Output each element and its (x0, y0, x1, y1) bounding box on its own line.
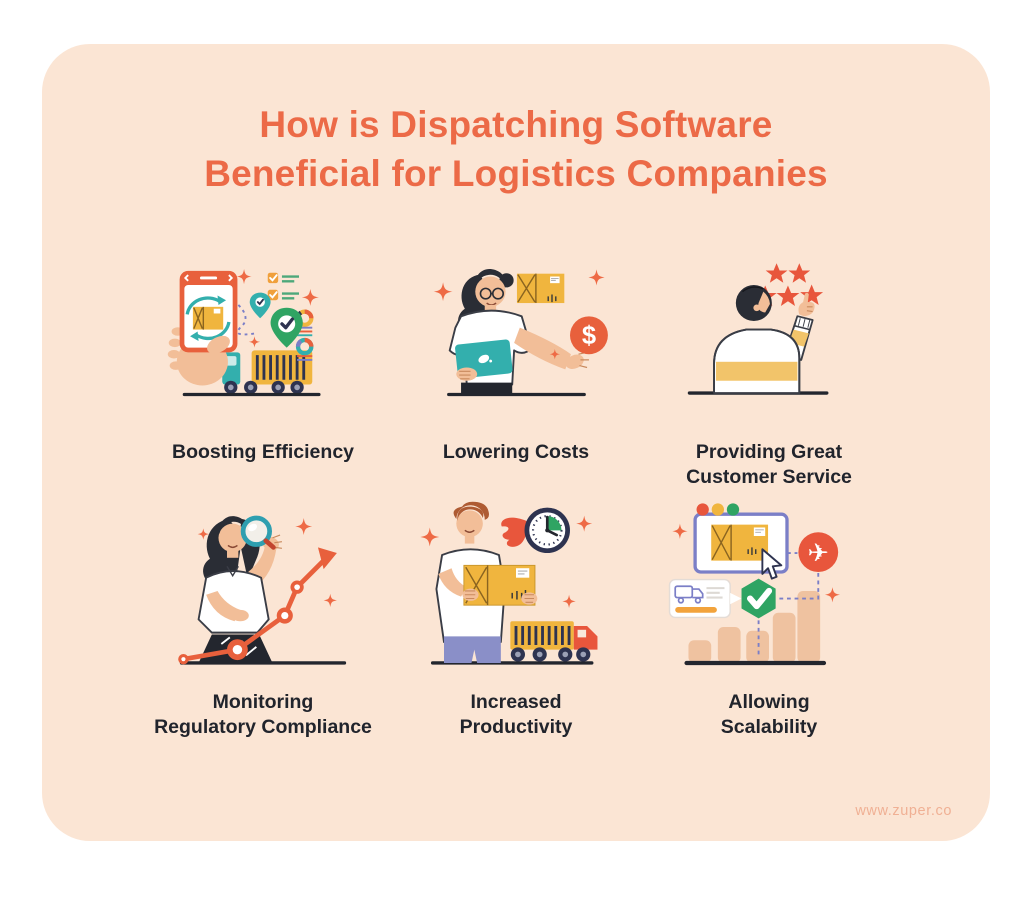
benefit-label: Lowering Costs (442, 441, 590, 463)
benefit-customer-service: Providing Great Customer Service (643, 250, 896, 500)
benefit-boosting-efficiency: Boosting Efficiency (137, 250, 390, 500)
flame-icon (501, 517, 527, 547)
benefit-label: Boosting Efficiency (171, 441, 355, 463)
sparkle-icon (588, 269, 605, 286)
benefit-allowing-scalability: ✈ (643, 500, 896, 750)
sparkle-icon (576, 515, 593, 532)
title-line-2: Beneficial for Logistics Companies (204, 153, 828, 194)
sparkle-icon (197, 528, 209, 540)
browser-dot-yellow (711, 503, 724, 516)
sparkle-icon (248, 336, 261, 348)
growth-line-chart-icon (178, 547, 337, 665)
benefit-increased-productivity: Increased Productivity (390, 500, 643, 750)
man-giving-rating-icon (713, 285, 815, 395)
benefit-regulatory-compliance: Monitoring Regulatory Compliance (137, 500, 390, 750)
hand-phone-icon (167, 270, 238, 386)
lowering-costs-illustration: $ (433, 268, 608, 397)
sparkle-icon (295, 518, 313, 536)
plane-badge-icon: ✈ (798, 532, 839, 572)
sparkle-icon (433, 282, 453, 302)
package-box-icon (463, 564, 536, 606)
cursor-icon (761, 548, 783, 580)
checklist-icon (267, 272, 299, 301)
dollar-coin-icon: $ (570, 316, 608, 355)
sparkle-icon (420, 527, 440, 547)
title-line-1: How is Dispatching Software (259, 104, 773, 145)
hexagon-check-icon (741, 578, 776, 619)
benefit-label: Increased Productivity (459, 691, 573, 738)
svg-text:✈: ✈ (808, 539, 829, 569)
website-url: www.zuper.co (855, 803, 952, 819)
benefit-label: Monitoring Regulatory Compliance (154, 691, 372, 738)
increased-productivity-illustration (420, 501, 598, 665)
stopwatch-icon (524, 507, 570, 554)
package-icon (516, 273, 565, 304)
browser-dot-red (696, 503, 709, 516)
benefit-label: Allowing Scalability (720, 691, 818, 738)
sparkle-icon (236, 268, 252, 285)
browser-dot-green (726, 503, 740, 516)
allowing-scalability-illustration: ✈ (668, 503, 841, 666)
man-carrying-box-icon (435, 501, 538, 663)
location-pin-check-icon (249, 292, 303, 348)
infographic-card: How is Dispatching Software Beneficial f… (42, 44, 990, 841)
woman-with-laptop-icon (448, 268, 589, 394)
connector-dashed-line (757, 552, 820, 658)
package-sync-icon (185, 295, 231, 341)
truck-note-bubble-icon (668, 578, 742, 619)
route-dashed-line (236, 304, 256, 336)
delivery-truck-icon (510, 621, 598, 662)
svg-text:$: $ (582, 322, 596, 350)
customer-service-illustration (687, 263, 829, 395)
sparkle-icon (824, 587, 841, 603)
sparkle-icon (301, 288, 319, 306)
sparkle-icon (562, 594, 576, 608)
magnifier-icon (240, 515, 276, 550)
benefit-label: Providing Great Customer Service (686, 441, 852, 488)
sparkle-icon (672, 523, 688, 539)
benefits-grid: Boosting Efficiency (42, 250, 990, 750)
regulatory-compliance-illustration (178, 515, 347, 665)
benefit-lowering-costs: $ Lowering Costs (390, 250, 643, 500)
page-title: How is Dispatching Software Beneficial f… (42, 100, 990, 198)
boosting-efficiency-illustration (167, 268, 321, 397)
sparkle-icon (323, 593, 337, 608)
